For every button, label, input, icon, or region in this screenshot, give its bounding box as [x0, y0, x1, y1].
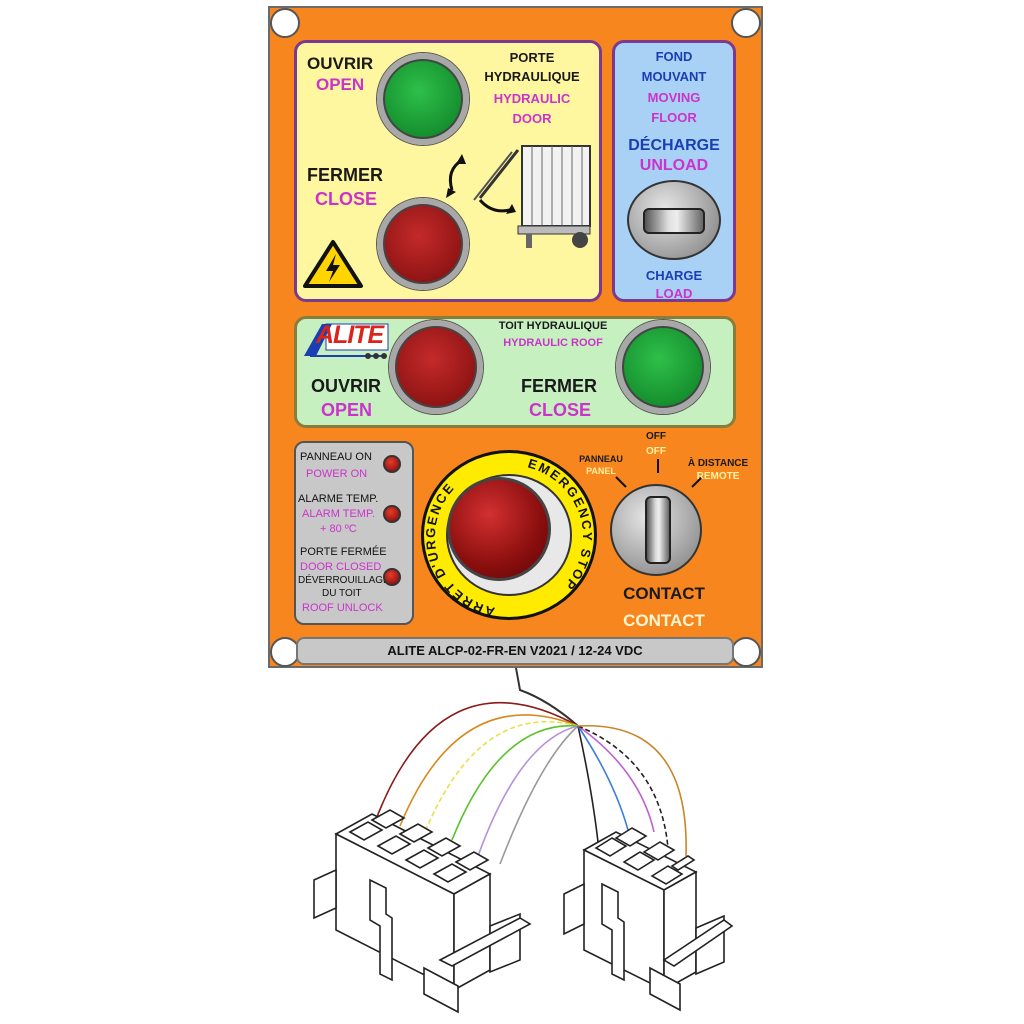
- contact-off-label-en: OFF: [646, 446, 666, 457]
- power-on-indicator-light: [383, 455, 401, 473]
- roof-open-button[interactable]: [389, 320, 483, 414]
- door-open-label-fr: OUVRIR: [307, 54, 374, 73]
- alite-logo: ALITE: [302, 321, 390, 360]
- alarm-temp-indicator-light: [383, 505, 401, 523]
- wire-violet-left: [477, 725, 579, 857]
- floor-selector-switch[interactable]: [627, 180, 721, 260]
- wire-orange-left: [399, 714, 579, 827]
- roof-close-button[interactable]: [616, 320, 710, 414]
- floor-unload-label-fr: DÉCHARGE: [628, 137, 720, 154]
- corner-hole-top-left: [270, 8, 300, 38]
- alite-logo-mark: [304, 323, 389, 359]
- wire-black-dashed: [577, 725, 669, 849]
- contact-panel-label-fr: PANNEAU: [579, 454, 623, 464]
- contact-key-switch[interactable]: [610, 484, 702, 576]
- contact-off-label-fr: OFF: [646, 431, 666, 442]
- contact-switch-tick-marks: [615, 459, 703, 488]
- door-closed-label-fr: PORTE FERMÉE: [300, 546, 387, 558]
- door-roof-indicator-light: [383, 568, 401, 586]
- wire-purple: [577, 725, 655, 833]
- wire-grey: [499, 725, 579, 865]
- corner-hole-top-right: [731, 8, 761, 38]
- door-open-button[interactable]: [377, 53, 469, 145]
- electric-hazard-icon: [303, 240, 363, 288]
- wire-yellow-dashed: [424, 721, 579, 833]
- wire-dark-red: [374, 702, 579, 823]
- contact-panel-label-en: PANEL: [586, 466, 616, 476]
- door-open-label-en: OPEN: [316, 75, 365, 94]
- contact-key-knob[interactable]: [645, 496, 671, 564]
- contact-label-fr: CONTACT: [623, 584, 705, 603]
- roof-unlock-label-en: ROOF UNLOCK: [302, 602, 383, 614]
- door-close-label-en: CLOSE: [315, 189, 378, 209]
- wire-black: [577, 725, 599, 843]
- connector-6-pin: [563, 827, 734, 1012]
- roof-unlock-label-fr-2: DU TOIT: [322, 588, 362, 599]
- floor-unload-label-en: UNLOAD: [639, 157, 709, 174]
- door-title-en-1: HYDRAULIC: [493, 91, 571, 106]
- door-title-fr-1: PORTE: [509, 50, 555, 65]
- contact-label-en: CONTACT: [623, 611, 705, 630]
- door-close-button[interactable]: [377, 198, 469, 290]
- alarm-temp-value: + 80 ºC: [320, 523, 357, 535]
- power-on-label-fr: PANNEAU ON: [300, 451, 372, 463]
- emergency-stop-button[interactable]: [447, 477, 551, 581]
- roof-close-label-fr: FERMER: [521, 376, 597, 396]
- contact-remote-label-en: REMOTE: [696, 471, 740, 482]
- roof-open-label-fr: OUVRIR: [311, 376, 382, 396]
- wire-orange-right: [577, 725, 687, 857]
- alarm-temp-label-fr: ALARME TEMP.: [298, 493, 379, 505]
- main-cable-wire: [515, 667, 579, 727]
- truck-door-illustration: [446, 145, 591, 248]
- floor-title-fr-1: FOND: [655, 49, 693, 64]
- floor-load-label-en: LOAD: [655, 286, 693, 301]
- alarm-temp-label-en: ALARM TEMP.: [302, 508, 375, 520]
- floor-title-fr-2: MOUVANT: [641, 69, 707, 84]
- contact-remote-label-fr: À DISTANCE: [687, 458, 749, 469]
- roof-close-label-en: CLOSE: [529, 400, 592, 420]
- floor-load-label-fr: CHARGE: [645, 268, 703, 283]
- roof-title-fr: TOIT HYDRAULIQUE: [498, 320, 608, 332]
- roof-open-label-en: OPEN: [321, 400, 373, 420]
- floor-title-en-1: MOVING: [647, 90, 701, 105]
- alite-logo-text: ALITE: [316, 321, 384, 349]
- door-title-en-2: DOOR: [512, 111, 552, 126]
- roof-title-en: HYDRAULIC ROOF: [503, 337, 603, 349]
- power-on-label-en: POWER ON: [306, 468, 368, 480]
- door-closed-label-en: DOOR CLOSED: [300, 561, 382, 573]
- floor-selector-knob[interactable]: [643, 208, 705, 234]
- wire-green: [451, 724, 579, 841]
- connector-8-pin: [313, 809, 532, 1014]
- door-close-label-fr: FERMER: [307, 165, 383, 185]
- door-title-fr-2: HYDRAULIQUE: [484, 69, 580, 84]
- roof-unlock-label-fr-1: DÉVERROUILLAGE: [298, 575, 390, 586]
- wire-blue: [577, 725, 629, 831]
- model-footer: ALITE ALCP-02-FR-EN V2021 / 12-24 VDC: [296, 637, 734, 665]
- floor-title-en-2: FLOOR: [651, 110, 697, 125]
